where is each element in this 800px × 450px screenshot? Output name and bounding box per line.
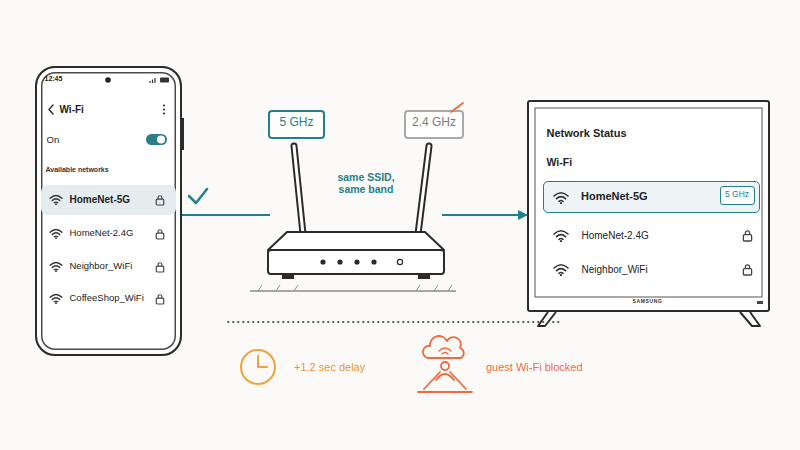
screen-title: Network Status bbox=[547, 127, 627, 140]
brand-name: SAMSUNG bbox=[622, 299, 674, 305]
tv-leg bbox=[740, 312, 760, 326]
section-heading: Available networks bbox=[46, 166, 109, 174]
menu-dot bbox=[163, 108, 165, 110]
band-label: 2.4 GHz bbox=[406, 116, 462, 130]
antenna bbox=[418, 146, 429, 234]
strike-mark bbox=[451, 103, 463, 112]
network-name: HomeNet-2.4G bbox=[70, 228, 134, 239]
router-led bbox=[354, 259, 359, 264]
tv-screen: Network StatusWi-FiHomeNet-2.4G Neighbor_… bbox=[527, 100, 770, 312]
status-time: 12:45 bbox=[45, 75, 63, 83]
toggle-switch bbox=[146, 134, 167, 145]
wifi-icon bbox=[50, 262, 62, 272]
router-foot bbox=[418, 274, 430, 279]
wifi-icon bbox=[50, 229, 62, 239]
band-badge: 5 GHz bbox=[720, 186, 755, 205]
network-name: CoffeeShop_WiFi bbox=[70, 293, 144, 304]
cloud-wifi bbox=[439, 348, 451, 354]
ground-hatch bbox=[258, 285, 452, 291]
blocked-base bbox=[418, 391, 472, 393]
phone-button bbox=[182, 118, 184, 150]
divider-dotted bbox=[228, 321, 560, 323]
network-name: Neighbor_WiFi bbox=[582, 264, 648, 276]
wifi-icon bbox=[50, 195, 62, 205]
band-badge-label: 5 GHz bbox=[721, 190, 753, 200]
router-led bbox=[397, 259, 402, 264]
router-led bbox=[371, 259, 376, 264]
tv-leg bbox=[538, 312, 556, 326]
back-chevron bbox=[49, 105, 53, 114]
cloud-icon bbox=[423, 336, 464, 358]
router-front bbox=[268, 250, 444, 274]
toggle-label: On bbox=[47, 135, 60, 146]
network-name: HomeNet-5G bbox=[581, 190, 648, 203]
check-mark bbox=[189, 189, 207, 203]
selected-network-row: HomeNet-5G 5 GHz bbox=[543, 181, 760, 213]
connector-line bbox=[442, 214, 527, 216]
toggle-knob bbox=[157, 136, 165, 144]
antenna-inner bbox=[294, 146, 303, 234]
person-head bbox=[441, 362, 449, 370]
menu-dot bbox=[163, 104, 165, 106]
lock-icon bbox=[156, 295, 164, 304]
selected-network-row: HomeNet-5G bbox=[41, 185, 176, 215]
phone-camera bbox=[105, 77, 111, 83]
band-tag: 2.4 GHz bbox=[404, 110, 464, 139]
lock-icon bbox=[743, 231, 751, 241]
blocked-lines bbox=[424, 372, 466, 389]
antenna-inner bbox=[418, 146, 429, 234]
signal-bars bbox=[150, 78, 155, 83]
network-name: HomeNet-5G bbox=[70, 194, 131, 206]
router-foot bbox=[282, 274, 294, 279]
section-heading: Wi-Fi bbox=[547, 156, 573, 168]
network-name: Neighbor_WiFi bbox=[70, 261, 133, 272]
ground-line bbox=[250, 291, 456, 292]
battery-icon bbox=[160, 78, 169, 83]
phone-screen: 12:45Wi-FiOnAvailable networksHomeNet-2.… bbox=[35, 66, 182, 356]
lock-icon bbox=[156, 263, 164, 272]
blocked-note: guest Wi-Fi blocked bbox=[486, 361, 583, 374]
router: same SSID, same band bbox=[270, 210, 442, 278]
band-tag: 5 GHz bbox=[268, 110, 325, 139]
person-body bbox=[436, 374, 454, 380]
screen-title: Wi-Fi bbox=[60, 104, 84, 116]
connector-line bbox=[182, 214, 270, 216]
menu-dot bbox=[163, 112, 165, 114]
wifi-icon bbox=[50, 294, 62, 304]
antenna bbox=[294, 146, 303, 234]
router-top bbox=[268, 232, 444, 250]
delay-note: +1.2 sec delay bbox=[294, 361, 365, 374]
router-note: same SSID, same band bbox=[326, 171, 406, 195]
tv-screen-edge bbox=[535, 108, 762, 297]
router-led bbox=[337, 259, 342, 264]
wifi-icon bbox=[554, 231, 568, 242]
network-name: HomeNet-2.4G bbox=[582, 230, 649, 242]
lock-icon bbox=[156, 230, 164, 239]
lock-icon bbox=[743, 265, 751, 275]
clock-hands bbox=[258, 356, 267, 367]
band-label: 5 GHz bbox=[270, 116, 323, 130]
clock-icon bbox=[241, 350, 275, 384]
tv-logo bbox=[757, 301, 763, 304]
wifi-icon bbox=[554, 265, 568, 276]
lock-icon bbox=[156, 196, 164, 205]
wifi-icon bbox=[554, 193, 568, 204]
router-led bbox=[320, 259, 325, 264]
